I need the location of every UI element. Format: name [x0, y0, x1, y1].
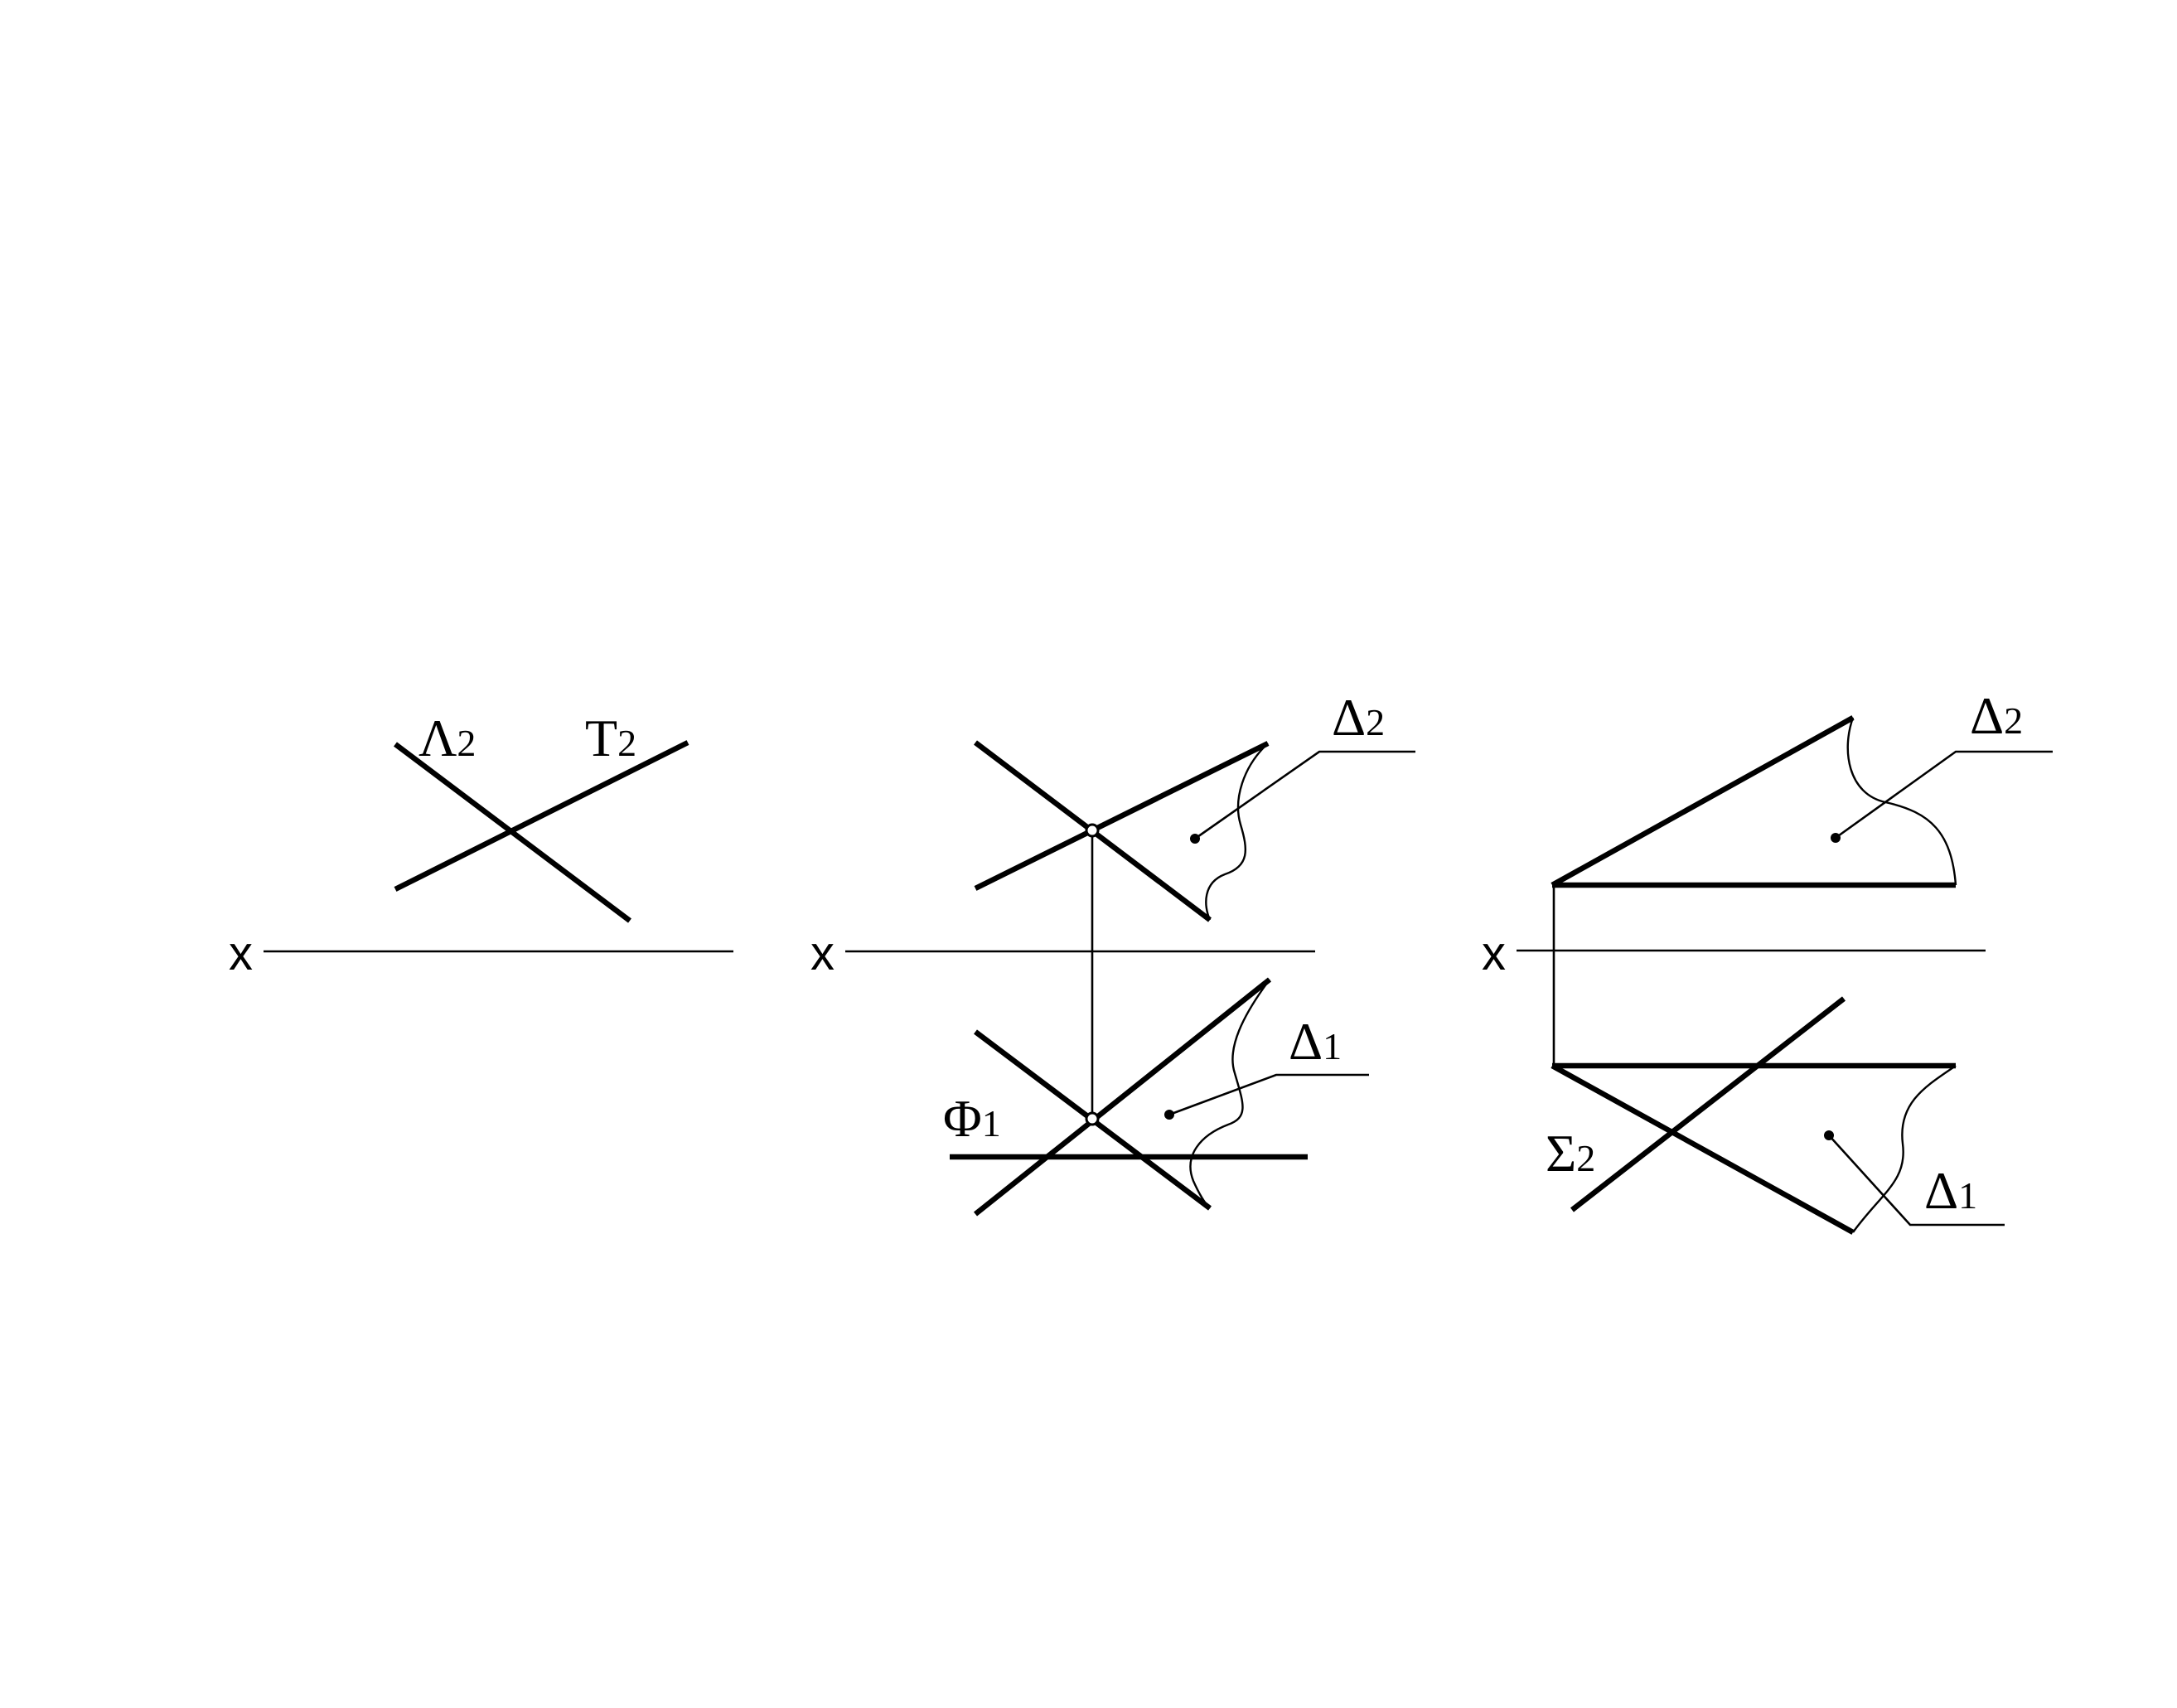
axis-label-x: x	[810, 927, 835, 980]
front-leader-line	[1194, 750, 1415, 840]
label-delta-1: Δ1	[1924, 1161, 1977, 1220]
label-sigma-2: Σ2	[1546, 1124, 1595, 1183]
axis-label-x: x	[1482, 927, 1506, 980]
top-break-curve	[1852, 1065, 1957, 1233]
label-t-2: T2	[585, 709, 636, 767]
front-edge-inclined	[1551, 715, 1855, 888]
front-line-ascending	[974, 741, 1270, 891]
top-leader-line	[1168, 1073, 1369, 1116]
axis-label-x: x	[229, 927, 253, 980]
top-intersection-point	[1085, 1111, 1100, 1126]
front-break-curve	[1205, 743, 1269, 921]
label-lambda-2: Λ2	[418, 709, 476, 767]
figure-2-plane-by-intersecting-lines: x Δ2 Δ1 Φ1	[810, 688, 1415, 1217]
front-leader-line	[1835, 750, 2053, 839]
label-delta-1: Δ1	[1289, 1012, 1342, 1071]
section-line-sigma-2	[1570, 996, 1846, 1212]
line-t-2	[394, 740, 689, 892]
top-edge-inclined	[1551, 1063, 1855, 1235]
label-delta-2: Δ2	[1332, 688, 1385, 747]
front-break-curve	[1846, 717, 1957, 886]
label-phi-1: Φ1	[943, 1089, 1001, 1148]
figure-3-plane-section: x Δ2 Δ1 Σ2	[1482, 686, 2053, 1235]
top-break-curve	[1189, 979, 1270, 1209]
front-intersection-point	[1085, 823, 1100, 838]
top-line-ascending	[973, 977, 1272, 1217]
figure-1-intersecting-lines: x Λ2 T2	[229, 709, 733, 980]
label-delta-2: Δ2	[1970, 686, 2023, 745]
top-leader-line	[1828, 1135, 2005, 1227]
